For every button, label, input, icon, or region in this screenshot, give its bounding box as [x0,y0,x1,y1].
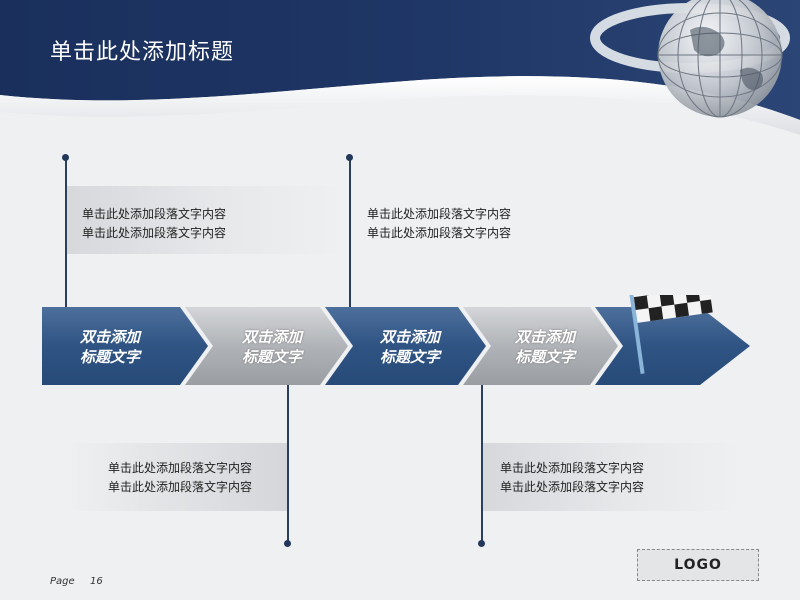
step-3-line-2: 标题文字 [379,348,440,366]
logo-placeholder[interactable]: LOGO [637,549,759,581]
note-2-line-1: 单击此处添加段落文字内容 [367,207,512,221]
step-1-line-2: 标题文字 [79,348,140,366]
step-1-label[interactable]: 双击添加 标题文字 [65,327,155,367]
header-banner [0,0,800,135]
globe-icon [590,0,790,118]
note-text-2[interactable]: 单击此处添加段落文字内容 单击此处添加段落文字内容 [367,205,511,243]
step-3-line-1: 双击添加 [379,328,440,346]
note-box-1 [67,186,347,254]
step-1-line-1: 双击添加 [79,328,140,346]
note-2-line-2: 单击此处添加段落文字内容 [367,226,512,240]
page-label: Page [50,576,75,587]
step-2-line-1: 双击添加 [241,328,302,346]
note-text-4[interactable]: 单击此处添加段落文字内容 单击此处添加段落文字内容 [500,459,644,497]
step-4-line-2: 标题文字 [514,348,575,366]
connector-dot-1 [62,154,69,161]
note-3-line-1: 单击此处添加段落文字内容 [108,461,253,475]
note-3-line-2: 单击此处添加段落文字内容 [108,480,253,494]
timeline-step-2[interactable] [185,307,348,385]
note-box-4 [483,443,743,511]
connector-dot-2 [346,154,353,161]
timeline-step-1[interactable] [42,307,208,385]
note-4-line-1: 单击此处添加段落文字内容 [500,461,645,475]
page-number: 16 [90,576,103,587]
slide-title[interactable]: 单击此处添加标题 [50,40,235,65]
note-text-3[interactable]: 单击此处添加段落文字内容 单击此处添加段落文字内容 [108,459,252,497]
note-1-line-2: 单击此处添加段落文字内容 [82,226,227,240]
connector-dot-3 [284,540,291,547]
connector-line-3 [287,385,289,542]
connector-dot-4 [478,540,485,547]
step-3-label[interactable]: 双击添加 标题文字 [365,327,455,367]
timeline-step-4[interactable] [463,307,618,385]
step-4-label[interactable]: 双击添加 标题文字 [500,327,590,367]
step-2-label[interactable]: 双击添加 标题文字 [227,327,317,367]
checkered-flag-icon [626,295,713,374]
note-text-1[interactable]: 单击此处添加段落文字内容 单击此处添加段落文字内容 [82,205,226,243]
note-4-line-2: 单击此处添加段落文字内容 [500,480,645,494]
note-box-3 [67,443,287,511]
connector-line-2 [349,158,351,307]
timeline-step-3[interactable] [325,307,486,385]
timeline-arrows [42,295,750,385]
step-4-line-1: 双击添加 [514,328,575,346]
step-2-line-2: 标题文字 [241,348,302,366]
connector-line-1 [65,158,67,307]
note-1-line-1: 单击此处添加段落文字内容 [82,207,227,221]
timeline-end-arrow [595,307,750,385]
connector-line-4 [481,385,483,542]
